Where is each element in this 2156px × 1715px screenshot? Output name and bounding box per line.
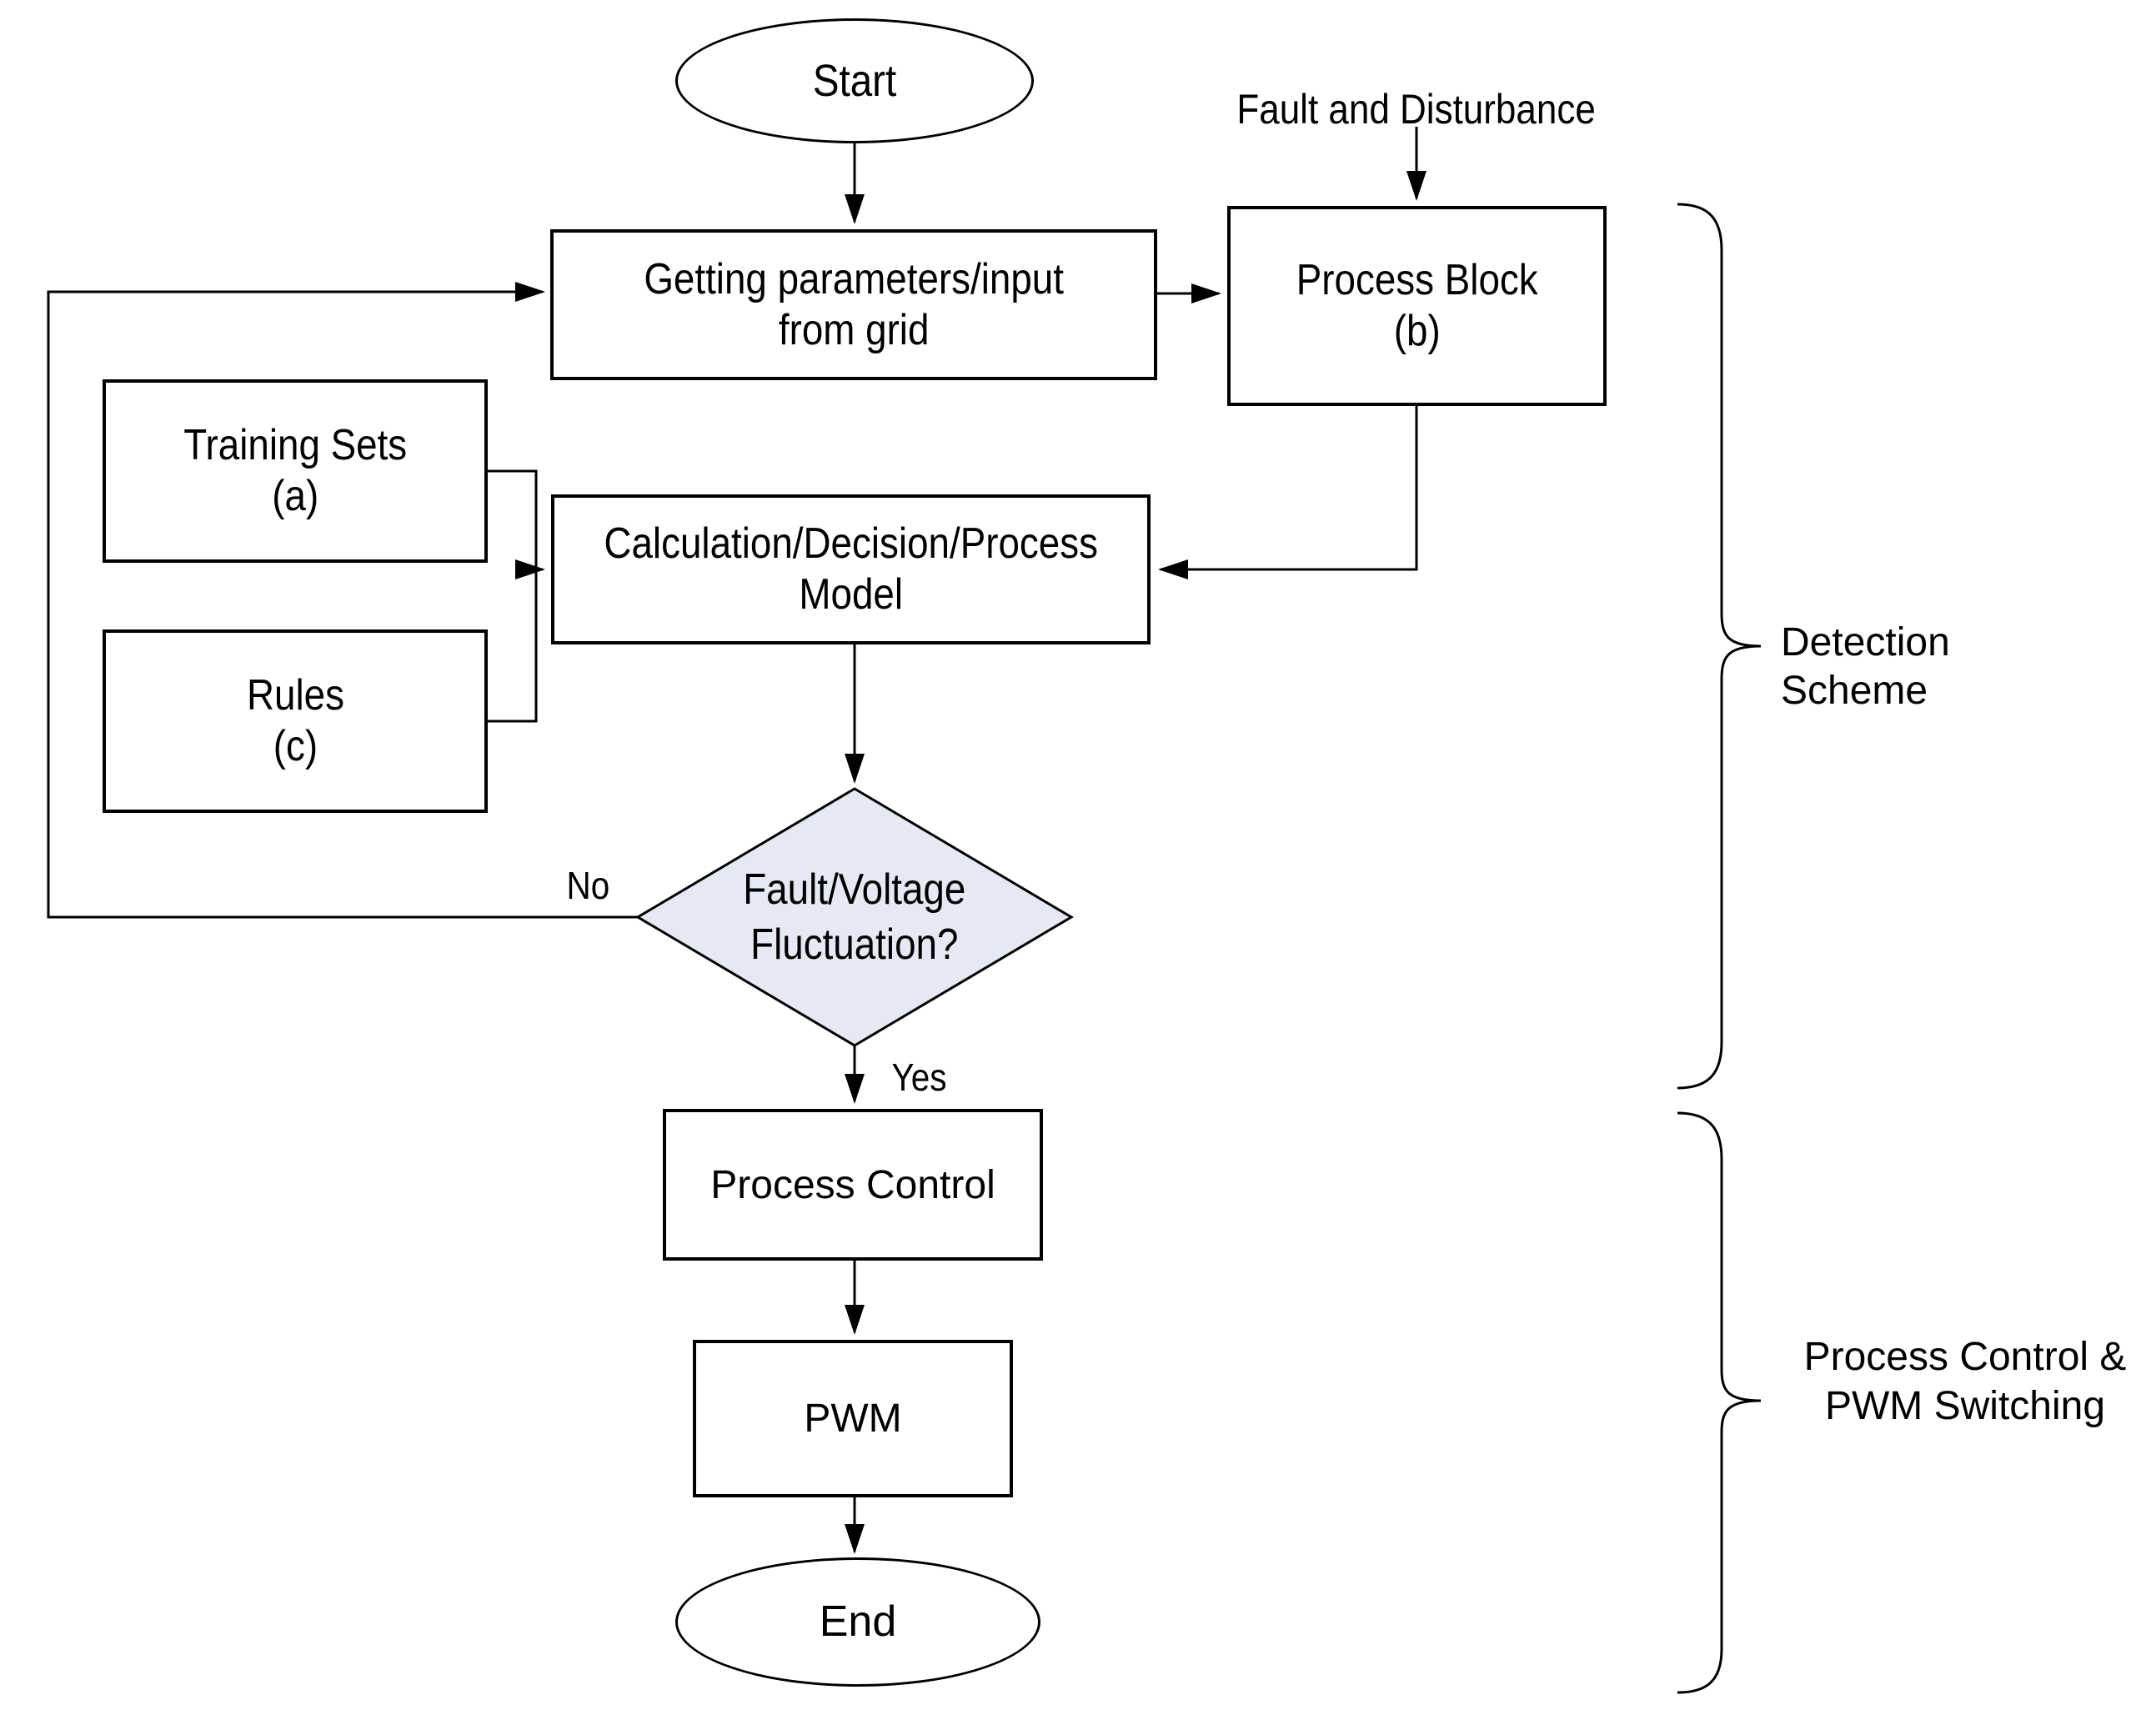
edge-training-rules-bus [488,469,538,723]
training-sets-label: Training Sets (a) [183,421,407,520]
rules-label: Rules (c) [246,671,344,770]
pc-pwm-brace [1677,1111,1762,1694]
decision-label: Fault/Voltage Fluctuation? [743,865,966,969]
getting-parameters-node: Getting parameters/input from grid [550,229,1157,380]
getting-parameters-label: Getting parameters/input from grid [644,254,1064,354]
no-edge-label-wrap: No [542,860,634,910]
fault-disturbance-label: Fault and Disturbance [1236,85,1597,133]
yes-edge-label-wrap: Yes [874,1052,965,1102]
training-sets-node: Training Sets (a) [103,379,488,563]
edge-process-block-to-calc [1158,406,1418,579]
end-node: End [675,1557,1040,1687]
process-control-label: Process Control [710,1162,995,1207]
yes-edge-label: Yes [891,1056,948,1099]
fault-disturbance-label-wrap: Fault and Disturbance [1208,85,1625,133]
process-block-node: Process Block (b) [1227,206,1607,406]
pwm-label: PWM [804,1397,902,1441]
detection-scheme-brace-label: Detection Scheme [1781,620,1950,713]
decision-node-label-wrap: Fault/Voltage Fluctuation? [654,855,1055,980]
end-label: End [819,1597,897,1646]
start-node: Start [675,18,1034,143]
detection-scheme-brace [1677,203,1762,1090]
process-control-node: Process Control [663,1109,1043,1261]
rules-node: Rules (c) [103,629,488,813]
process-block-label: Process Block (b) [1296,256,1538,355]
edge-decision-no-loop [47,282,638,919]
calculation-model-label: Calculation/Decision/Process Model [604,519,1098,619]
no-edge-label: No [566,864,609,907]
start-label: Start [812,55,897,106]
pwm-node: PWM [693,1340,1013,1497]
pc-pwm-brace-label: Process Control & PWM Switching [1803,1335,2127,1428]
calculation-model-node: Calculation/Decision/Process Model [551,494,1151,644]
